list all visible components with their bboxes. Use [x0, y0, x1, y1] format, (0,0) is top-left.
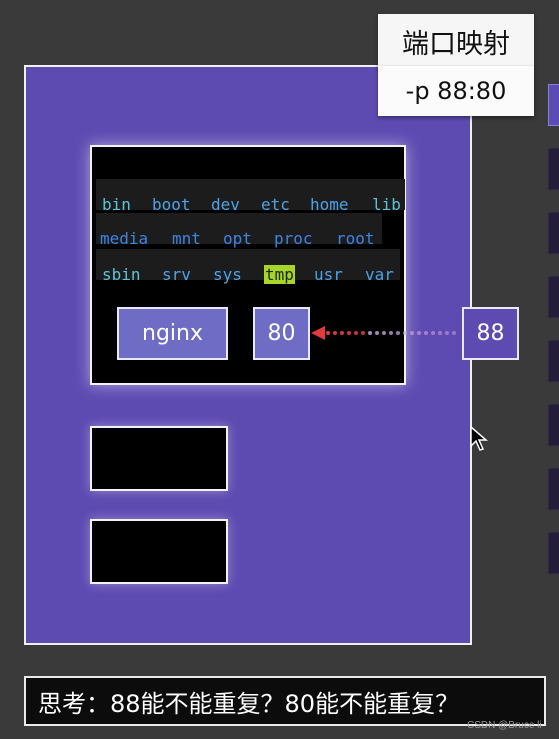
container-box-3: [90, 519, 228, 584]
side-strip-segment: [548, 468, 559, 510]
diagram-title: 端口映射: [378, 14, 534, 68]
arrow-dot: [326, 331, 330, 335]
container-box-2: [90, 426, 228, 491]
side-strip-segment: [548, 532, 559, 574]
arrow-dot: [382, 331, 386, 335]
arrow-dot: [417, 331, 421, 335]
side-strip-segment: [548, 404, 559, 446]
directory-row: sbin srv sys tmp usr var: [96, 249, 400, 284]
side-strip-segment: [548, 276, 559, 318]
arrow-dot: [354, 331, 358, 335]
side-strip-segment: [548, 148, 559, 190]
port-mapping-arrow: [311, 326, 456, 340]
arrow-dot: [389, 331, 393, 335]
arrow-dot: [431, 331, 435, 335]
directory-row: bin boot dev etc home lib: [96, 179, 405, 214]
arrow-dot: [452, 331, 456, 335]
nginx-app-box: nginx: [117, 307, 228, 360]
arrow-dot: [424, 331, 428, 335]
port-mapping-flag: -p 88:80: [378, 66, 534, 116]
side-strip-segment: [548, 340, 559, 382]
mouse-cursor-icon: [470, 426, 488, 451]
side-strip-segment: [548, 84, 559, 126]
arrow-dot: [438, 331, 442, 335]
arrow-dot: [410, 331, 414, 335]
arrow-head: [311, 326, 325, 340]
side-strip-segment: [548, 212, 559, 254]
question-caption: 思考：88能不能重复？80能不能重复？: [24, 676, 546, 726]
arrow-dot: [340, 331, 344, 335]
arrow-dot: [445, 331, 449, 335]
watermark: CSDN @Bruce li: [467, 720, 542, 731]
arrow-dot: [368, 331, 372, 335]
arrow-dots: [326, 331, 456, 335]
side-panel-strip: [545, 84, 559, 594]
arrow-dot: [403, 331, 407, 335]
arrow-dot: [347, 331, 351, 335]
container-port-box: 80: [253, 307, 310, 360]
arrow-dot: [361, 331, 365, 335]
directory-row: media mnt opt proc root: [96, 213, 382, 248]
host-port-box: 88: [462, 307, 519, 360]
arrow-dot: [396, 331, 400, 335]
arrow-dot: [375, 331, 379, 335]
arrow-dot: [333, 331, 337, 335]
